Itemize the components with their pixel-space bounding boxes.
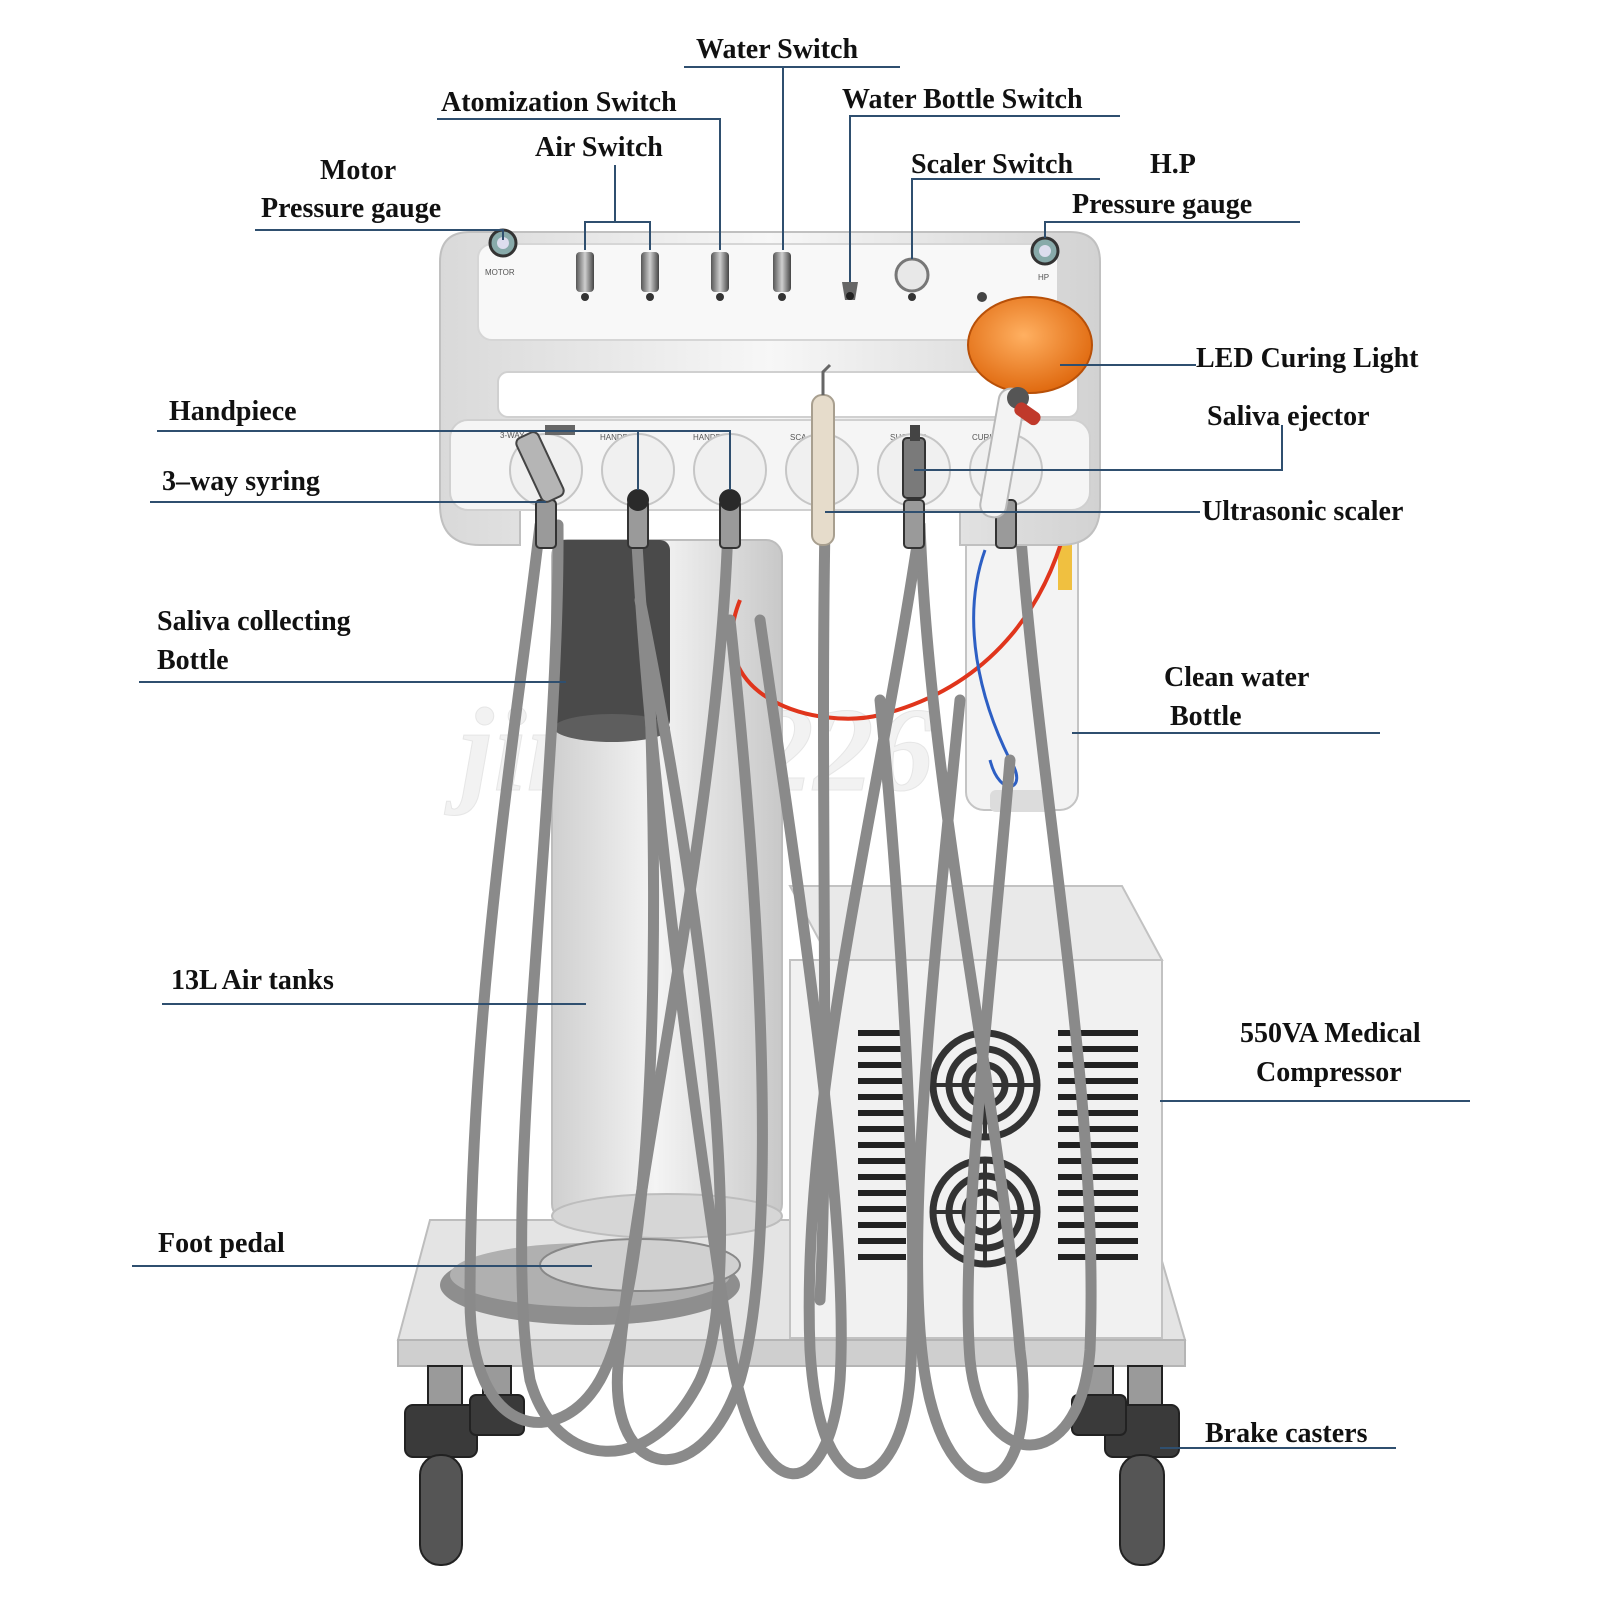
label-led-curing-light: LED Curing Light [1196, 343, 1419, 374]
leader-lines [132, 66, 1470, 1449]
label-water-switch: Water Switch [696, 34, 859, 65]
leader-scaler-switch [911, 178, 1100, 259]
label-air-switch: Air Switch [535, 132, 663, 163]
drain-button [977, 292, 987, 302]
leader-saliva-ejector [914, 425, 1283, 471]
label-clean-water-line2: Bottle [1170, 701, 1242, 732]
label-motor-line2: Pressure gauge [261, 193, 442, 224]
label-saliva-bottle-line2: Bottle [157, 645, 229, 676]
label-saliva-ejector: Saliva ejector [1207, 401, 1370, 432]
hp-pressure-gauge [1030, 236, 1060, 266]
vent-grille-right [1058, 1030, 1138, 1260]
label-atomization-switch: Atomization Switch [441, 87, 677, 118]
leader-motor-gauge [255, 229, 504, 240]
air-switch-knob-2 [641, 252, 659, 301]
label-motor-line1: Motor [320, 155, 397, 186]
holder-label-scaler: SCA [790, 433, 807, 442]
label-scaler-switch: Scaler Switch [911, 149, 1074, 180]
air-switch-knob-1 [576, 252, 594, 301]
water-switch-knob [773, 252, 791, 301]
brake-casters [404, 1365, 1180, 1566]
label-foot-pedal: Foot pedal [158, 1228, 285, 1259]
panel-label-hp: HP [1038, 273, 1049, 282]
panel-label-motor: MOTOR [485, 268, 515, 277]
leader-water-bottle-switch [849, 115, 1120, 282]
label-brake-casters: Brake casters [1205, 1418, 1368, 1449]
label-saliva-bottle-line1: Saliva collecting [157, 606, 351, 637]
label-clean-water-line1: Clean water [1164, 662, 1310, 693]
label-compressor-line1: 550VA Medical [1240, 1018, 1421, 1049]
label-handpiece: Handpiece [169, 396, 297, 427]
handpiece-hose-ends [627, 489, 741, 511]
leader-atomization-switch [437, 118, 721, 250]
saliva-ejector [902, 425, 926, 499]
label-compressor-line2: Compressor [1256, 1057, 1402, 1088]
fan-bottom [929, 1156, 1041, 1268]
hoses [464, 519, 1097, 1484]
label-ultrasonic-scaler: Ultrasonic scaler [1202, 496, 1404, 527]
ultrasonic-scaler-handpiece [811, 363, 835, 546]
vent-grille-left [858, 1030, 906, 1260]
leader-handpiece [157, 430, 731, 490]
leader-air-switch-b [615, 221, 651, 250]
holder-label-curing: CURI [972, 433, 992, 442]
atomization-switch-knob [711, 252, 729, 301]
leader-air-switch [584, 165, 616, 250]
holder-label-3way: 3-WAY [500, 431, 525, 440]
label-hp-line2: Pressure gauge [1072, 189, 1253, 220]
label-hp-line1: H.P [1150, 149, 1196, 180]
leader-hp-gauge [1044, 221, 1300, 238]
label-water-bottle-switch: Water Bottle Switch [842, 84, 1083, 115]
led-curing-light [967, 296, 1093, 519]
label-three-way-syringe: 3–way syring [162, 466, 320, 497]
label-air-tanks: 13L Air tanks [171, 965, 334, 996]
water-bottle-switch-knob [842, 282, 858, 300]
